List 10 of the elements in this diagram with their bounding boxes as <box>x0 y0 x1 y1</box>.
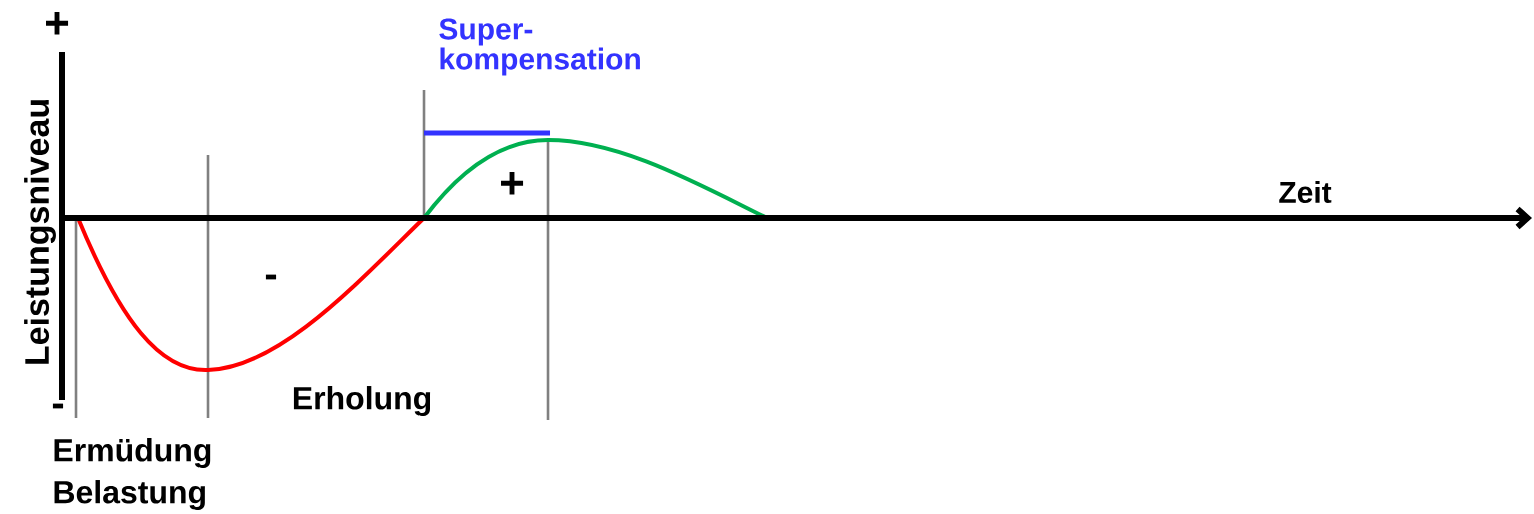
phase-label: Super- kompensation <box>439 18 640 76</box>
sign-label: + <box>46 12 69 35</box>
sign-label: + <box>501 172 524 195</box>
sign-label: - <box>52 403 64 409</box>
axis-label: Zeit <box>1279 181 1332 203</box>
phase-label: Erholung <box>293 386 431 416</box>
axis-label: Leistungsniveau <box>24 100 56 364</box>
phase-label: Ermüdung <box>54 438 211 468</box>
sign-label: - <box>265 274 277 280</box>
phase-label: Belastung <box>54 480 205 510</box>
